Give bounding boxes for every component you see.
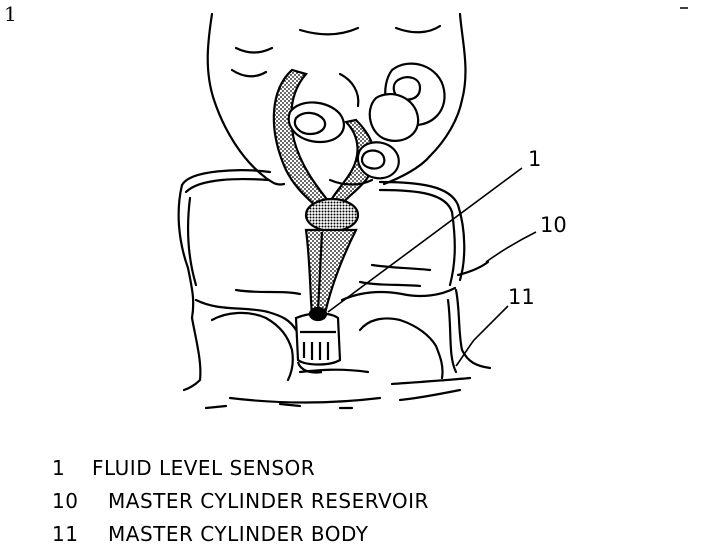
callout-10: 10 [540,213,567,237]
page-number: 1 [4,2,17,26]
legend-text: MASTER CYLINDER RESERVOIR [108,489,429,513]
leader-lines [327,167,537,367]
leader-1 [327,167,523,313]
legend-item: 1 FLUID LEVEL SENSOR [52,452,429,485]
callout-11: 11 [508,285,535,309]
hand [206,12,467,186]
legend-number: 1 [52,456,66,480]
fluid-level-sensor [294,312,342,374]
legend-text: FLUID LEVEL SENSOR [92,456,316,480]
legend: 1 FLUID LEVEL SENSOR 10 MASTER CYLINDER RE… [52,452,429,551]
legend-item: 10 MASTER CYLINDER RESERVOIR [52,485,429,518]
leader-11 [455,305,509,367]
pliers [272,68,376,322]
legend-text: MASTER CYLINDER BODY [108,522,369,546]
legend-number: 10 [52,489,79,513]
legend-item: 11 MASTER CYLINDER BODY [52,518,429,551]
callout-1: 1 [528,147,541,171]
master-cylinder-reservoir [177,169,490,332]
leader-10 [485,231,537,263]
legend-number: 11 [52,522,79,546]
